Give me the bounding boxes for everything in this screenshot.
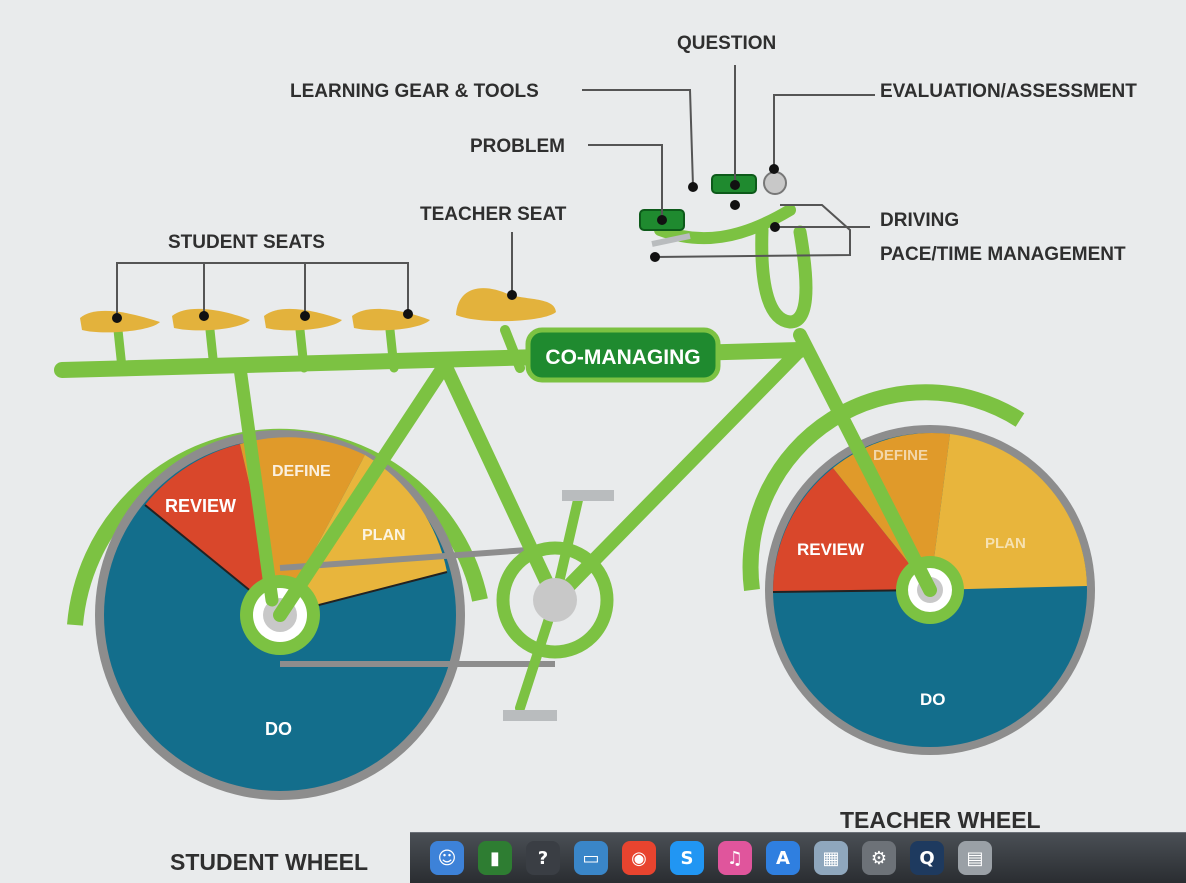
student-seat-4 bbox=[352, 308, 430, 331]
student-review-segment bbox=[145, 444, 280, 615]
upper-pedal bbox=[562, 490, 614, 501]
trash-icon[interactable]: ▤ bbox=[958, 841, 992, 875]
brake-lever bbox=[651, 233, 691, 247]
chain-top bbox=[279, 545, 556, 571]
student-define-label: DEFINE bbox=[272, 463, 331, 480]
lower-pedal bbox=[503, 710, 557, 721]
bell bbox=[763, 171, 787, 195]
display-icon[interactable]: ▭ bbox=[574, 841, 608, 875]
photos-icon[interactable]: ▦ bbox=[814, 841, 848, 875]
label-pace-time-management: PACE/TIME MANAGEMENT bbox=[880, 244, 1126, 265]
label-student-wheel: STUDENT WHEEL bbox=[170, 849, 368, 875]
label-teacher-wheel: TEACHER WHEEL bbox=[840, 807, 1041, 833]
label-teacher-seat: TEACHER SEAT bbox=[420, 204, 567, 225]
label-problem: PROBLEM bbox=[470, 136, 565, 157]
co-managing-label: CO-MANAGING bbox=[545, 346, 700, 369]
finder-icon[interactable]: ☺ bbox=[430, 841, 464, 875]
music-icon[interactable]: ♫ bbox=[718, 841, 752, 875]
teacher-define-label: DEFINE bbox=[873, 447, 928, 464]
label-question: QUESTION bbox=[677, 33, 776, 54]
quicktime-icon[interactable]: Q bbox=[910, 841, 944, 875]
label-learning-gear-tools: LEARNING GEAR & TOOLS bbox=[290, 81, 539, 102]
label-evaluation-assessment: EVALUATION/ASSESSMENT bbox=[880, 81, 1137, 102]
student-seat-2 bbox=[172, 308, 250, 331]
teacher-review-label: REVIEW bbox=[797, 540, 865, 559]
teacher-plan-segment bbox=[930, 434, 1087, 590]
callout-dots bbox=[112, 164, 780, 323]
student-plan-segment bbox=[280, 455, 447, 615]
student-do-label: DO bbox=[265, 719, 292, 739]
student-review-label: REVIEW bbox=[165, 496, 236, 516]
teacher-seat bbox=[456, 288, 556, 322]
label-student-seats: STUDENT SEATS bbox=[168, 232, 325, 253]
skype-icon[interactable]: S bbox=[670, 841, 704, 875]
co-managing-badge bbox=[525, 327, 721, 383]
student-seats bbox=[80, 308, 430, 333]
chrome-icon[interactable]: ◉ bbox=[622, 841, 656, 875]
help-icon[interactable]: ? bbox=[526, 841, 560, 875]
label-driving: DRIVING bbox=[880, 210, 959, 231]
teacher-plan-label: PLAN bbox=[985, 535, 1026, 552]
teacher-do-label: DO bbox=[920, 690, 946, 709]
chart-icon[interactable]: ▮ bbox=[478, 841, 512, 875]
callout-lines bbox=[116, 65, 875, 316]
front-mudguard bbox=[742, 384, 1025, 592]
student-plan-label: PLAN bbox=[362, 527, 406, 544]
teacher-review-segment bbox=[772, 468, 930, 592]
app-store-icon[interactable]: A bbox=[766, 841, 800, 875]
dock: ☺ ▮ ? ▭ ◉ S ♫ A ▦ ⚙ Q ▤ bbox=[410, 832, 1186, 883]
preferences-icon[interactable]: ⚙ bbox=[862, 841, 896, 875]
crank bbox=[496, 490, 614, 721]
